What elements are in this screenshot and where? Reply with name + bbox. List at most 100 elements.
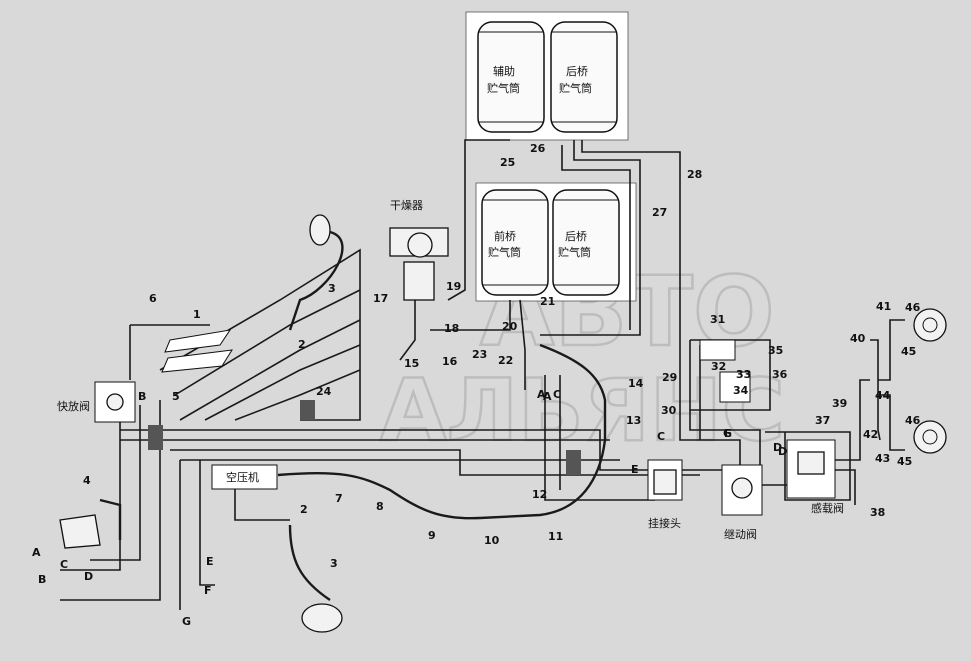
letter-A: A (32, 546, 41, 559)
callout-35: 35 (768, 344, 783, 357)
callout-31: 31 (710, 313, 725, 326)
frame-structure (159, 248, 361, 421)
letter-E: E (631, 463, 639, 476)
tank-top-right-line2: 贮气筒 (559, 81, 592, 95)
letter-D: D (778, 445, 787, 458)
letter-F: F (204, 584, 212, 597)
tank-mid-right-line2: 贮气筒 (558, 245, 591, 259)
callout-6: 6 (149, 292, 157, 305)
callout-2: 2 (300, 503, 308, 516)
callout-12: 12 (532, 488, 547, 501)
tank-mid-right-line1: 后桥 (565, 230, 587, 243)
load-valve-label: 感载阀 (811, 501, 844, 515)
tank-top-left-line2: 贮气筒 (487, 81, 520, 95)
top-tank-group: 辅助 贮气筒 后桥 贮气筒 (465, 11, 629, 141)
letter-C: C (657, 430, 665, 443)
dryer: 干燥器 (389, 199, 449, 301)
callout-45: 45 (897, 455, 912, 468)
dryer-label: 干燥器 (390, 199, 423, 212)
callout-18: 18 (444, 322, 459, 335)
letter-D: D (773, 441, 782, 454)
filter-5 (148, 425, 163, 450)
callout-28: 28 (687, 168, 702, 181)
callout-5: 5 (172, 390, 180, 403)
valve-33 (719, 371, 751, 403)
callout-19: 19 (446, 280, 461, 293)
compressor-label: 空压机 (226, 470, 259, 484)
relay-valve-label: 继动阀 (724, 527, 757, 541)
brake-chamber-top (288, 214, 344, 331)
tank-top-right-line1: 后桥 (566, 65, 588, 78)
filter-12 (566, 450, 581, 475)
letter-G: G (182, 615, 191, 628)
letter-G: G (723, 427, 732, 440)
callout-22: 22 (498, 354, 513, 367)
callout-27: 27 (652, 206, 667, 219)
compressor: 空压机 (211, 464, 278, 490)
callout-46: 46 (905, 414, 921, 427)
callout-32: 32 (711, 360, 726, 373)
callout-42: 42 (863, 428, 878, 441)
quick-release-valve: 快放阀 (57, 381, 136, 423)
callout-23: 23 (472, 348, 487, 361)
letter-B: B (38, 573, 46, 586)
tank-mid-left-line2: 贮气筒 (488, 245, 521, 259)
trailer-head-label: 挂接头 (648, 516, 681, 530)
callout-38: 38 (870, 506, 885, 519)
callout-46: 46 (905, 301, 921, 314)
valve-31-32 (699, 339, 736, 361)
callout-41: 41 (876, 300, 891, 313)
letter-A: A (537, 388, 546, 401)
letter-C: C (553, 388, 561, 401)
callout-3: 3 (328, 282, 336, 295)
callout-17: 17 (373, 292, 388, 305)
brake-chamber-bottom (288, 524, 343, 633)
callout-11: 11 (548, 530, 563, 543)
callout-9: 9 (428, 529, 436, 542)
callout-34: 34 (733, 384, 749, 397)
callout-2: 2 (298, 338, 306, 351)
mid-tank-group: 前桥 贮气筒 后桥 贮气筒 (475, 182, 637, 302)
callout-30: 30 (661, 404, 677, 417)
callout-24: 24 (316, 385, 332, 398)
callout-14: 14 (628, 377, 644, 390)
wheel-brakes-right (913, 308, 947, 454)
watermark-line2: АЛЬЯНС (380, 361, 785, 461)
callout-43: 43 (875, 452, 890, 465)
callout-36: 36 (772, 368, 788, 381)
callout-13: 13 (626, 414, 641, 427)
quick-release-label: 快放阀 (57, 399, 90, 413)
callout-21: 21 (540, 295, 555, 308)
callout-20: 20 (502, 320, 518, 333)
callout-4: 4 (83, 474, 91, 487)
callout-3: 3 (330, 557, 338, 570)
callout-10: 10 (484, 534, 500, 547)
callout-7: 7 (335, 492, 343, 505)
letter-E: E (206, 555, 214, 568)
letter-A: A (543, 390, 552, 403)
tank-mid-left-line1: 前桥 (494, 229, 516, 243)
callout-45: 45 (901, 345, 916, 358)
letter-D: D (84, 570, 93, 583)
letter-B: B (138, 390, 146, 403)
callout-40: 40 (850, 332, 866, 345)
callout-1: 1 (193, 308, 201, 321)
load-sensing-valve: 感载阀 (786, 439, 844, 515)
tank-top-left-line1: 辅助 (493, 64, 515, 78)
callout-44: 44 (875, 389, 891, 402)
callout-16: 16 (442, 355, 458, 368)
callout-33: 33 (736, 368, 751, 381)
filter-24 (300, 400, 315, 420)
callout-25: 25 (500, 156, 515, 169)
letter-C: C (60, 558, 68, 571)
callout-37: 37 (815, 414, 830, 427)
callout-39: 39 (832, 397, 847, 410)
callout-15: 15 (404, 357, 419, 370)
callout-8: 8 (376, 500, 384, 513)
letter-F: F (724, 427, 732, 440)
callout-29: 29 (662, 371, 677, 384)
brake-chamber-left (59, 498, 122, 549)
